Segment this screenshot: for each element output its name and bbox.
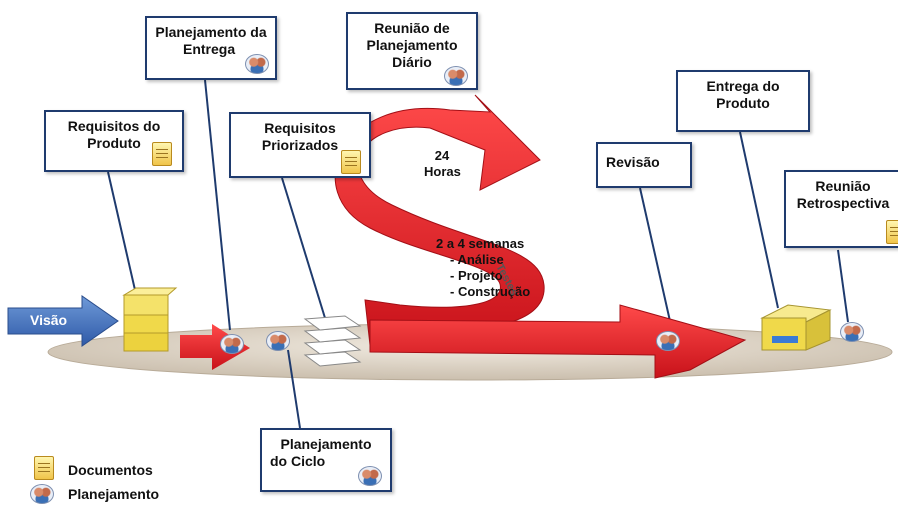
box-line: Entrega do — [706, 78, 780, 94]
box-line: Planejamento — [280, 436, 372, 452]
box-line: Planejamento da — [155, 24, 267, 40]
meeting-people-icon — [245, 54, 269, 74]
revisao-box: Revisão — [596, 142, 692, 188]
meeting-people-icon — [840, 322, 864, 342]
box-line: Produto — [716, 95, 770, 111]
planejamento-entrega-box: Planejamento da Entrega — [145, 16, 277, 80]
box-line: Requisitos do — [67, 118, 161, 134]
semanas-line: - Análise — [450, 252, 504, 267]
meeting-people-icon — [30, 484, 54, 504]
document-icon — [34, 456, 54, 480]
requisitos-produto-box: Requisitos do Produto — [44, 110, 184, 172]
meeting-people-icon — [444, 66, 468, 86]
semanas-line: 2 a 4 semanas — [436, 236, 525, 251]
semanas-line: - Projeto — [450, 268, 503, 283]
document-icon — [341, 150, 361, 174]
meeting-people-icon — [266, 331, 290, 351]
box-line: Reunião — [815, 178, 871, 194]
document-icon — [152, 142, 172, 166]
reuniao-planejamento-box: Reunião de Planejamento Diário — [346, 12, 478, 90]
entrega-produto-box: Entrega do Produto — [676, 70, 810, 132]
horas-line: Horas — [424, 164, 461, 179]
legend-planejamento: Planejamento — [68, 486, 160, 502]
semanas-label: 2 a 4 semanas - Análise - Projeto - Cons… — [436, 236, 530, 300]
document-icon — [886, 220, 898, 244]
box-line: Priorizados — [261, 137, 339, 153]
planejamento-ciclo-box: Planejamento do Ciclo — [260, 428, 392, 492]
semanas-line: - Construção — [450, 284, 531, 299]
box-line: do Ciclo — [270, 453, 326, 469]
connector-lines — [107, 79, 849, 429]
small-red-arrow — [180, 324, 250, 370]
product-box-icon — [760, 304, 832, 351]
requisitos-priorizados-box: Requisitos Priorizados — [229, 112, 371, 178]
box-line: Requisitos — [264, 120, 336, 136]
product-backlog-stack-icon — [122, 287, 178, 352]
box-line: Diário — [392, 54, 432, 70]
horas-label: 24 Horas — [424, 148, 461, 180]
meeting-people-icon — [656, 331, 680, 351]
reuniao-retrospectiva-box: Reunião Retrospectiva — [784, 170, 898, 248]
horas-line: 24 — [434, 148, 450, 163]
box-line: Entrega — [183, 41, 236, 57]
box-line: Planejamento — [366, 37, 458, 53]
box-line: Revisão — [606, 154, 660, 170]
visao-label: Visão — [30, 312, 68, 328]
visao-arrow — [7, 295, 119, 347]
box-line: Produto — [87, 135, 141, 151]
paper-stack-icon — [303, 315, 362, 367]
box-line: Retrospectiva — [796, 195, 890, 211]
meeting-people-icon — [358, 466, 382, 486]
legend-documentos: Documentos — [68, 462, 153, 478]
delivery-arrow — [369, 304, 747, 379]
box-line: Reunião de — [374, 20, 450, 36]
meeting-people-icon — [220, 334, 244, 354]
